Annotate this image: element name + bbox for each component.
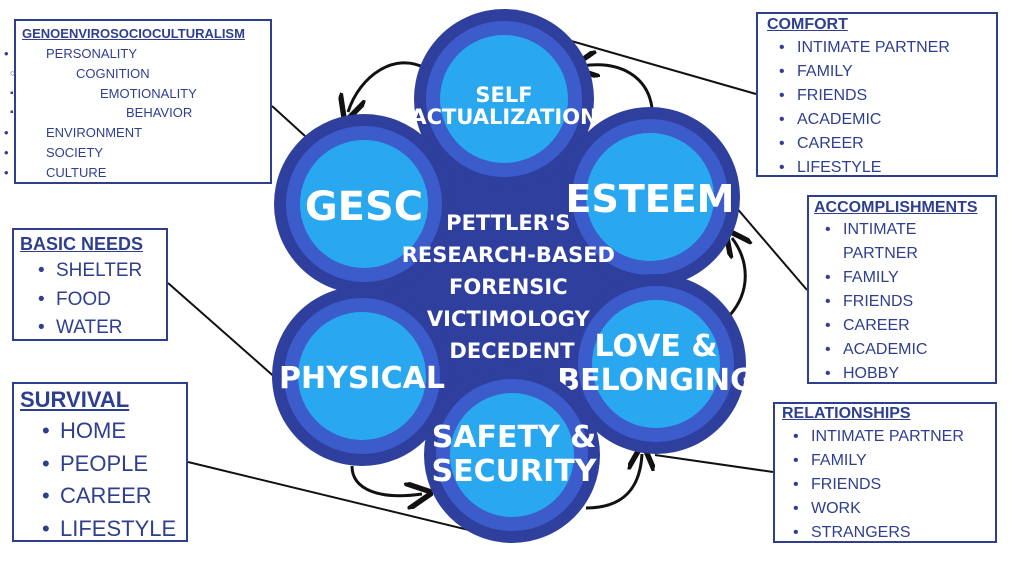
accomplishments-list: INTIMATE PARTNER FAMILY FRIENDS CAREER A… — [814, 218, 995, 386]
list-item: FRIENDS — [793, 473, 995, 497]
arrow-love-to-esteem — [730, 238, 745, 316]
basic-needs-list: SHELTER FOOD WATER — [20, 257, 166, 343]
comfort-list: INTIMATE PARTNER FAMILY FRIENDS ACADEMIC… — [767, 36, 996, 180]
node-gesc: GESC — [274, 114, 454, 294]
list-item: HOBBY — [825, 362, 963, 386]
arrow-self-to-gesc — [348, 61, 426, 112]
svg-text:SAFETY &SECURITY: SAFETY &SECURITY — [432, 420, 598, 489]
list-item: FRIENDS — [779, 84, 996, 108]
node-gesc-label: GESC — [305, 184, 423, 230]
gesc-box-title: GENOENVIROSOCIOCULTURALISM — [22, 26, 245, 41]
node-self-label-1: SELF — [475, 83, 532, 107]
node-physical: PHYSICAL — [272, 286, 452, 466]
connector-basic-needs — [167, 282, 279, 381]
list-item: FRIENDS — [825, 290, 963, 314]
comfort-title: COMFORT — [767, 16, 848, 33]
node-physical-label: PHYSICAL — [279, 361, 445, 396]
gesc-box: GENOENVIROSOCIOCULTURALISM PERSONALITY C… — [4, 19, 272, 184]
survival-list: HOME PEOPLE CAREER LIFESTYLE — [20, 415, 186, 545]
arrow-esteem-to-self — [582, 65, 654, 109]
node-safety-security: SAFETY &SECURITY — [424, 367, 600, 543]
accomplishments-box: ACCOMPLISHMENTS INTIMATE PARTNER FAMILY … — [807, 195, 997, 386]
basic-needs-title: BASIC NEEDS — [20, 234, 144, 254]
list-item: PEOPLE — [42, 448, 186, 481]
list-item: ACADEMIC — [779, 108, 996, 132]
node-safety-label-2: SECURITY — [432, 454, 598, 489]
center-line-5: DECEDENT — [449, 339, 575, 363]
center-title: PETTLER'S RESEARCH-BASED FORENSIC VICTIM… — [402, 211, 623, 363]
relationships-title: RELATIONSHIPS — [782, 405, 911, 422]
list-item: CAREER — [42, 480, 186, 513]
list-item: CAREER — [825, 314, 963, 338]
list-item: LIFESTYLE — [779, 156, 996, 180]
node-esteem-label: ESTEEM — [566, 177, 735, 221]
relationships-box: RELATIONSHIPS INTIMATE PARTNER FAMILY FR… — [773, 402, 997, 545]
curved-arrows — [348, 63, 745, 508]
list-item: SHELTER — [38, 257, 166, 286]
list-item: CULTURE — [4, 163, 270, 183]
list-item: FOOD — [38, 286, 166, 315]
center-line-1: PETTLER'S — [446, 211, 570, 235]
list-item: FAMILY — [793, 449, 995, 473]
gesc-list: PERSONALITY COGNITION EMOTIONALITY BEHAV… — [4, 44, 270, 183]
list-item: SOCIETY — [4, 143, 270, 163]
node-love-belonging: LOVE &BELONGING — [557, 274, 755, 454]
accomplishments-title: ACCOMPLISHMENTS — [814, 199, 978, 216]
svg-text:LOVE &BELONGING: LOVE &BELONGING — [557, 329, 755, 398]
node-love-label-1: LOVE & — [594, 329, 717, 364]
list-item: BEHAVIOR — [10, 103, 270, 123]
center-line-4: VICTIMOLOGY — [427, 307, 591, 331]
list-item: FAMILY — [779, 60, 996, 84]
arrow-safety-to-love — [585, 454, 642, 510]
list-item: WORK — [793, 497, 995, 521]
list-item: INTIMATE PARTNER — [779, 36, 996, 60]
center-line-3: FORENSIC — [449, 275, 568, 299]
arrow-physical-to-safety — [350, 465, 422, 496]
connector-relationships — [654, 454, 774, 473]
node-love-label-2: BELONGING — [557, 363, 755, 398]
list-item: ACADEMIC — [825, 338, 963, 362]
survival-box: SURVIVAL HOME PEOPLE CAREER LIFESTYLE — [12, 382, 188, 545]
basic-needs-box: BASIC NEEDS SHELTER FOOD WATER — [12, 228, 168, 343]
list-item: WATER — [38, 314, 166, 343]
connector-accomplishments — [734, 205, 808, 291]
list-item: FAMILY — [825, 266, 963, 290]
list-item: ENVIRONMENT — [4, 123, 270, 143]
node-esteem: ESTEEM — [560, 107, 740, 287]
list-item: STRANGERS — [793, 521, 995, 545]
survival-title: SURVIVAL — [20, 387, 130, 412]
list-item: EMOTIONALITY — [10, 84, 270, 104]
comfort-box: COMFORT INTIMATE PARTNER FAMILY FRIENDS … — [756, 12, 998, 180]
list-item: HOME — [42, 415, 186, 448]
list-item: LIFESTYLE — [42, 513, 186, 546]
node-safety-label-1: SAFETY & — [432, 420, 597, 455]
list-item: CAREER — [779, 132, 996, 156]
relationships-list: INTIMATE PARTNER FAMILY FRIENDS WORK STR… — [782, 425, 995, 545]
connector-survival — [187, 461, 511, 541]
list-item: COGNITION — [10, 64, 270, 84]
list-item: INTIMATE PARTNER — [825, 218, 963, 266]
connector-gesc — [271, 105, 306, 137]
list-item: PERSONALITY — [4, 44, 270, 64]
center-line-2: RESEARCH-BASED — [402, 243, 615, 267]
list-item: INTIMATE PARTNER — [793, 425, 995, 449]
node-self-label-2: ACTUALIZATION — [410, 105, 597, 129]
